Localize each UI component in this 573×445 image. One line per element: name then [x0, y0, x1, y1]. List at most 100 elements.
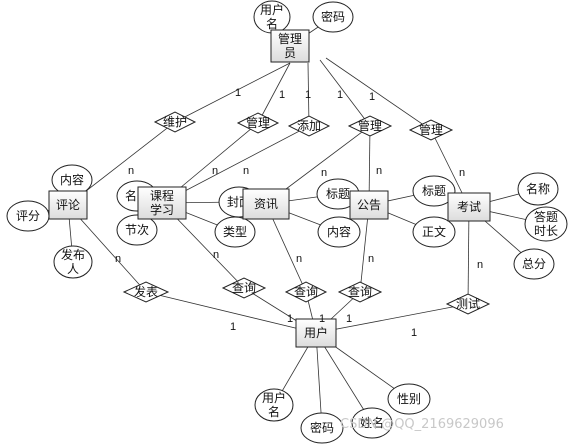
relationship-manage2: 管理: [347, 115, 393, 137]
entity-box: [137, 186, 187, 220]
relationship-publish: 发表: [122, 281, 170, 303]
attribute-exam-name-line: 名称: [526, 181, 550, 196]
attribute-user-username-line: 用户: [262, 390, 286, 405]
entity-admin: 管理员: [270, 29, 310, 63]
attribute-admin-password-line: 密码: [321, 9, 345, 24]
attribute-comment-publisher-line: 人: [67, 262, 79, 276]
entity-admin-line: 管理: [278, 31, 302, 46]
connector-line: [315, 303, 469, 334]
entity-comment: 评论: [48, 190, 88, 220]
relationship-add: 添加: [287, 115, 331, 137]
cardinality-c-publish-user: 1: [230, 321, 236, 333]
attribute-comment-content-line: 内容: [60, 172, 84, 187]
attribute-admin-username-line: 名: [266, 16, 278, 31]
cardinality-c-query3-notice: n: [368, 253, 374, 265]
entity-box: [270, 29, 310, 63]
relationship-diamond: [408, 119, 454, 141]
cardinality-c-manage2-news: n: [321, 167, 327, 179]
attribute-news-content: 内容: [317, 216, 361, 248]
attribute-user-username: 用户名: [254, 388, 294, 422]
attribute-ellipse: [513, 248, 555, 280]
relationship-diamond: [221, 277, 267, 299]
relationship-manage1-line: 管理: [246, 115, 270, 130]
attribute-admin-username-line: 用户: [260, 2, 284, 17]
connector-line: [315, 332, 323, 429]
attribute-ellipse: [312, 1, 354, 33]
diagram-nodes: 用户名密码内容评分发布人名称节次封面类型标题内容标题正文名称答题时长总分用户名密…: [6, 0, 568, 444]
relationship-diamond: [236, 112, 280, 134]
cardinality-c-test-exam: n: [477, 259, 483, 271]
cardinality-c-test-user: 1: [411, 327, 417, 339]
cardinality-c-add-course: n: [243, 165, 249, 177]
entity-course-line: 学习: [150, 202, 174, 217]
attribute-ellipse: [254, 388, 294, 422]
cardinality-c-maintain-comment: n: [128, 165, 134, 177]
entity-box: [295, 318, 337, 348]
cardinality-c-publish-comment: n: [115, 253, 121, 265]
attribute-ellipse: [387, 383, 431, 415]
attribute-user-password-line: 密码: [310, 420, 334, 435]
attribute-admin-username: 用户名: [253, 0, 291, 34]
attribute-ellipse: [53, 245, 93, 279]
attribute-ellipse: [517, 172, 559, 206]
cardinality-c-query1-user: 1: [287, 313, 293, 325]
relationship-query2: 查询: [284, 281, 328, 303]
attribute-user-password: 密码: [300, 412, 344, 444]
connector-line: [319, 59, 371, 127]
attribute-ellipse: [412, 175, 456, 207]
attribute-ellipse: [116, 214, 158, 246]
relationship-diamond: [122, 281, 170, 303]
attribute-exam-duration-line: 时长: [534, 224, 558, 238]
attribute-exam-score: 总分: [513, 248, 555, 280]
cardinality-c-manage2-notice: n: [376, 165, 382, 177]
attribute-comment-rating-line: 评分: [16, 209, 40, 223]
relationship-diamond: [347, 115, 393, 137]
relationship-query1-line: 查询: [232, 281, 256, 295]
entity-notice: 公告: [349, 190, 389, 220]
attribute-user-gender-line: 性别: [397, 392, 421, 406]
attribute-course-type-line: 类型: [223, 225, 247, 239]
attribute-exam-score-line: 总分: [522, 257, 546, 271]
entity-exam: 考试: [447, 192, 491, 222]
attribute-notice-body: 正文: [412, 216, 456, 248]
relationship-add-line: 添加: [297, 119, 321, 133]
entity-news: 资讯: [242, 188, 290, 220]
connector-line: [467, 206, 470, 305]
relationship-query2-line: 查询: [294, 285, 318, 299]
relationship-diamond: [284, 281, 328, 303]
attribute-exam-name: 名称: [517, 172, 559, 206]
attribute-news-content-line: 内容: [327, 224, 351, 239]
entity-box: [48, 190, 88, 220]
entity-comment-line: 评论: [56, 198, 80, 212]
relationship-query1: 查询: [221, 277, 267, 299]
relationship-diamond: [445, 293, 491, 315]
relationship-test-line: 测试: [456, 296, 480, 311]
relationship-manage1: 管理: [236, 112, 280, 134]
attribute-ellipse: [524, 206, 568, 242]
attribute-user-name-line: 姓名: [360, 415, 384, 430]
relationship-maintain-line: 维护: [163, 115, 187, 129]
relationship-manage2-line: 管理: [358, 118, 382, 133]
connector-lines: [27, 16, 547, 429]
relationship-diamond: [287, 115, 331, 137]
attribute-notice-title: 标题: [412, 175, 456, 207]
cardinality-c-add-admin: 1: [305, 89, 311, 101]
relationship-manage3-line: 管理: [419, 122, 443, 137]
relationship-publish-line: 发表: [134, 284, 158, 299]
connector-line: [307, 62, 310, 127]
attribute-news-title-line: 标题: [326, 187, 350, 201]
attribute-notice-title-line: 标题: [422, 184, 446, 198]
cardinality-c-query1-course: n: [213, 249, 219, 261]
attribute-notice-body-line: 正文: [422, 224, 446, 239]
attribute-news-title: 标题: [316, 178, 360, 210]
relationship-query3-line: 查询: [348, 285, 372, 299]
connector-line: [325, 57, 432, 131]
relationship-maintain: 维护: [153, 111, 197, 133]
cardinality-c-manage2-admin: 1: [337, 89, 343, 101]
attribute-admin-password: 密码: [312, 1, 354, 33]
connector-line: [315, 332, 373, 424]
attribute-course-section-line: 节次: [125, 223, 149, 237]
